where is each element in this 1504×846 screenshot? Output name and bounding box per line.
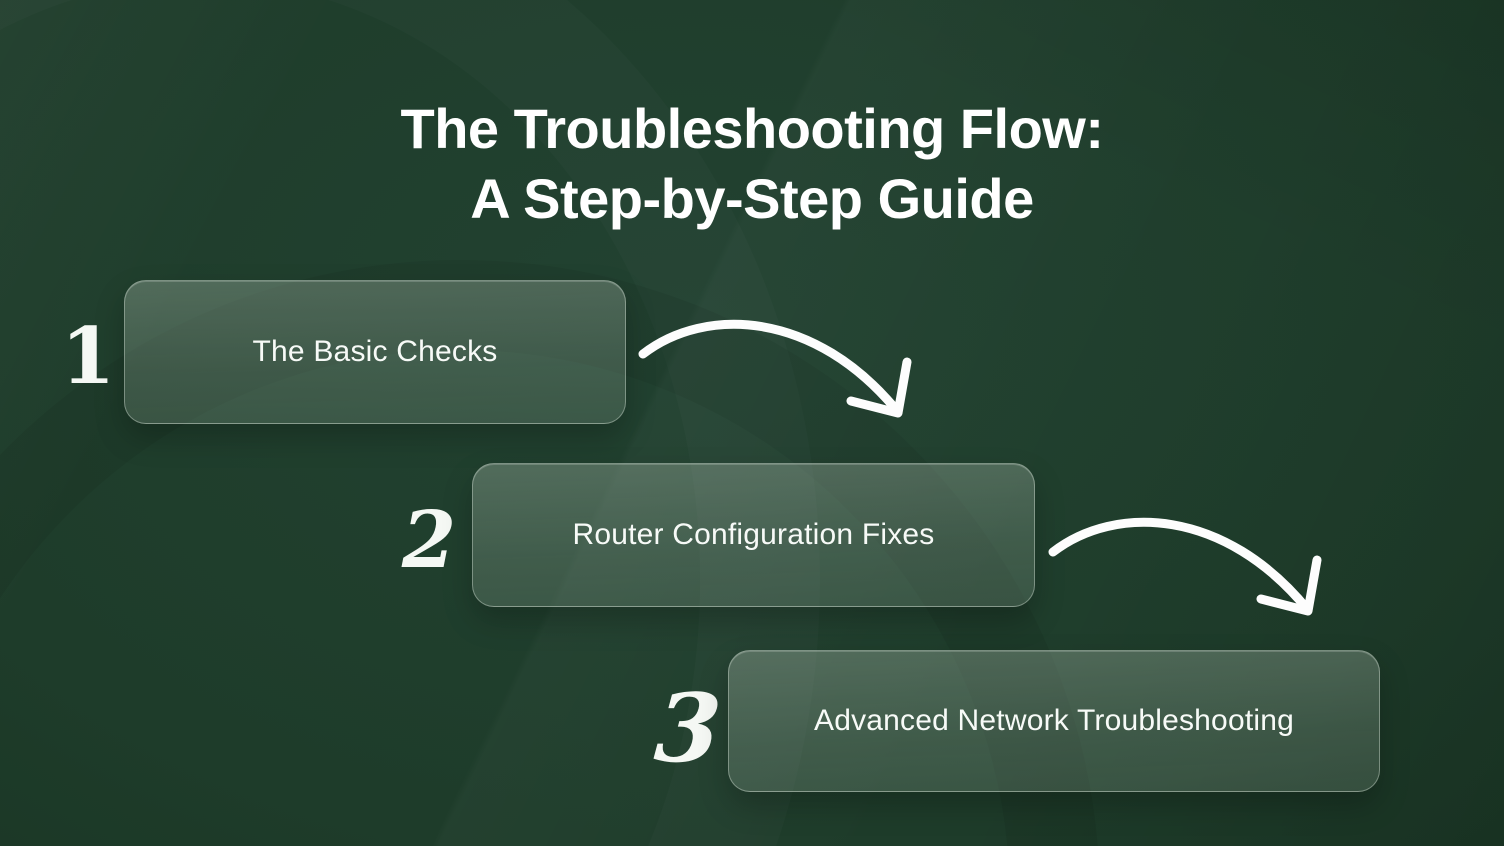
step-2-number: 2 — [401, 495, 457, 586]
step-1-label: The Basic Checks — [252, 335, 498, 368]
page-title: The Troubleshooting Flow: A Step-by-Step… — [0, 94, 1504, 235]
step-1-card: The Basic Checks — [124, 280, 626, 424]
step-3-number: 3 — [651, 674, 725, 784]
title-line-2: A Step-by-Step Guide — [470, 167, 1034, 231]
arrow-step-1-to-2-icon — [630, 302, 930, 447]
step-1-number: 1 — [60, 311, 116, 402]
title-line-1: The Troubleshooting Flow: — [400, 96, 1104, 160]
step-2-label: Router Configuration Fixes — [572, 518, 935, 551]
step-3-label: Advanced Network Troubleshooting — [813, 704, 1294, 737]
step-3-card: Advanced Network Troubleshooting — [728, 650, 1380, 792]
arrow-step-2-to-3-icon — [1040, 500, 1340, 645]
step-2-card: Router Configuration Fixes — [472, 463, 1035, 607]
